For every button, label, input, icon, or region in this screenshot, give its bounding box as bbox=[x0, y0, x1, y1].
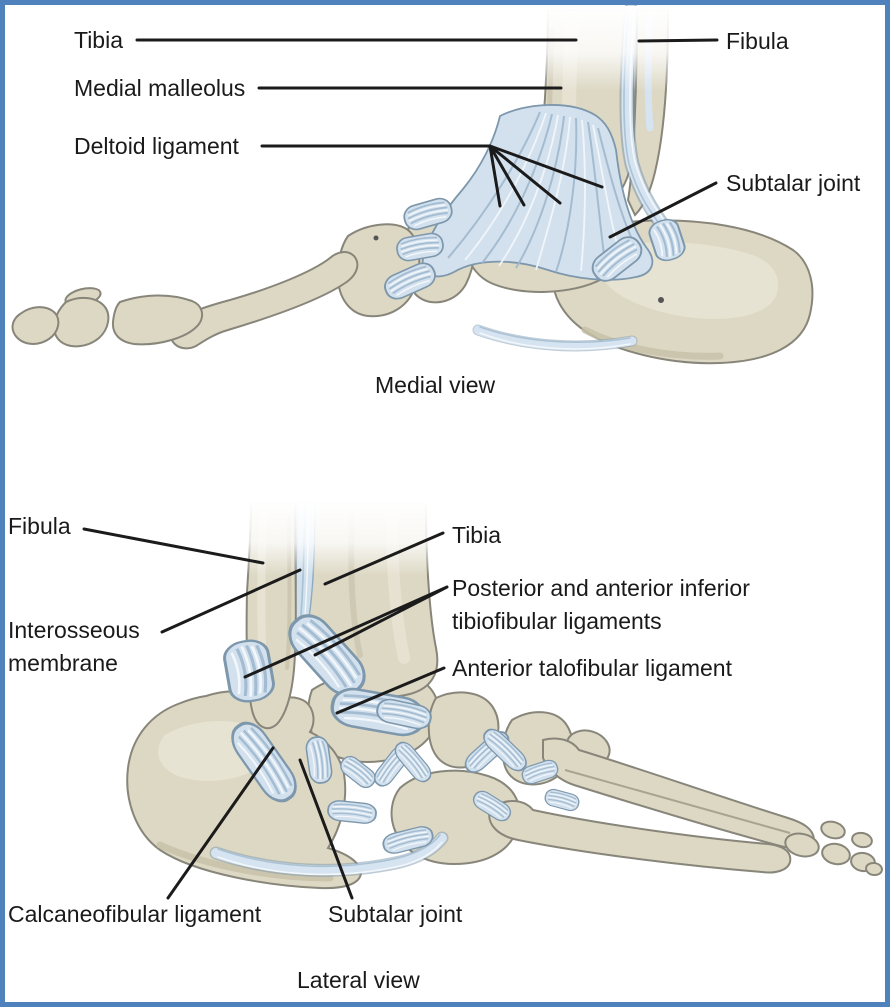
phalanx-bone bbox=[53, 296, 110, 348]
label-tibia-lateral: Tibia bbox=[452, 522, 501, 548]
ligament-band bbox=[542, 786, 582, 814]
calcaneus-shading bbox=[156, 841, 334, 882]
label-deltoid-ligament: Deltoid ligament bbox=[74, 133, 239, 159]
leader-anterior-talofibular bbox=[335, 666, 446, 715]
posterior-inferior-tibiofibular-band bbox=[220, 635, 278, 707]
calcaneus-shading bbox=[581, 326, 724, 360]
caption-medial-view: Medial view bbox=[375, 372, 496, 398]
leader-tibia-lateral bbox=[323, 531, 445, 586]
leader-subtalar-medial bbox=[608, 181, 718, 239]
label-anterior-talofibular: Anterior talofibular ligament bbox=[452, 655, 732, 681]
label-interosseous-membrane: Interosseous membrane bbox=[8, 617, 140, 676]
label-fibula-lateral: Fibula bbox=[8, 513, 71, 539]
metatarsal-bone bbox=[169, 251, 359, 350]
plantar-ligament-strands bbox=[472, 324, 638, 352]
medial-view-drawing bbox=[11, 2, 814, 365]
bone-dot bbox=[373, 235, 379, 241]
top-fade bbox=[240, 501, 435, 576]
caption-lateral-view: Lateral view bbox=[297, 967, 420, 993]
label-fibula-medial: Fibula bbox=[726, 28, 789, 54]
metatarsal-bone bbox=[488, 800, 792, 874]
label-subtalar-lateral: Subtalar joint bbox=[328, 901, 463, 927]
leader-tibiofibular-ligaments bbox=[243, 585, 449, 679]
toe-bones bbox=[784, 820, 883, 877]
leader-deltoid-ligament bbox=[260, 144, 604, 208]
label-medial-malleolus: Medial malleolus bbox=[74, 75, 246, 101]
plantar-ligament-strands bbox=[209, 831, 449, 877]
leader-fibula-medial bbox=[637, 38, 719, 43]
label-tibiofibular-ligaments: Posterior and anterior inferior tibiofib… bbox=[452, 575, 750, 634]
metatarsal-divider bbox=[564, 769, 791, 834]
leader-interosseous-membrane bbox=[160, 568, 302, 634]
leader-subtalar-lateral bbox=[298, 758, 354, 900]
top-fade bbox=[535, 6, 675, 91]
label-tibia-medial: Tibia bbox=[74, 27, 123, 53]
phalanx-bone bbox=[111, 294, 204, 346]
phalanx-bone bbox=[11, 306, 60, 345]
label-calcaneofibular: Calcaneofibular ligament bbox=[8, 901, 262, 927]
label-subtalar-medial: Subtalar joint bbox=[726, 170, 861, 196]
leader-fibula-lateral bbox=[82, 527, 265, 565]
leader-calcaneofibular bbox=[166, 746, 275, 900]
nutrient-foramen-dot bbox=[658, 297, 664, 303]
leader-lines bbox=[82, 38, 719, 900]
